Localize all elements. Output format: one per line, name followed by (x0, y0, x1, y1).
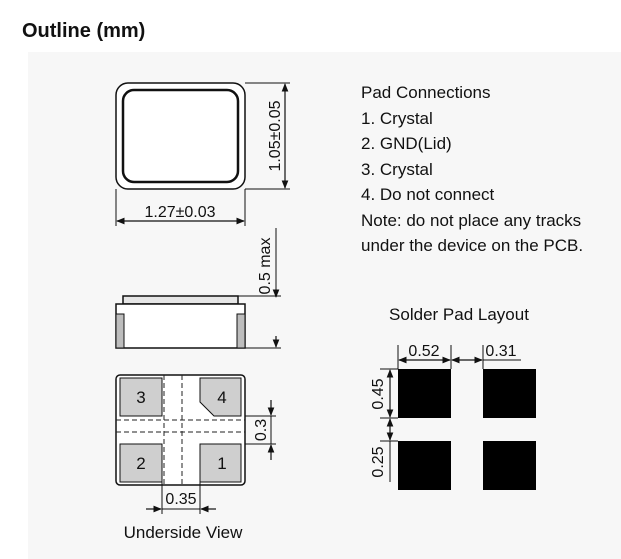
body-side (115, 303, 246, 349)
pad-width-label: 0.52 (408, 343, 439, 360)
note-line-1: Note: do not place any tracks (361, 210, 582, 230)
pad-connections: Pad Connections 1. Crystal 2. GND(Lid) 3… (361, 80, 583, 259)
solder-pad-layout: Solder Pad Layout 0.52 0.31 0.45 0.25 (370, 305, 536, 490)
pad-connection-item: 1. Crystal (361, 108, 433, 128)
terminal-left (115, 313, 125, 349)
page-title: Outline (mm) (22, 20, 146, 42)
pad-1 (199, 443, 242, 483)
solder-pad-bottom-right (483, 441, 536, 490)
note-line-2: under the device on the PCB. (361, 236, 584, 255)
pad-2-label: 2 (136, 454, 145, 473)
gap-vertical-label: 0.3 (253, 419, 270, 441)
pad-4-label: 4 (217, 388, 226, 407)
pad-connection-item: 2. GND(Lid) (361, 134, 452, 153)
gap-horizontal-label: 0.35 (165, 491, 196, 508)
pad-4 (199, 377, 242, 417)
top-view: 1.27±0.03 1.05±0.05 (115, 82, 290, 226)
terminal-right (236, 313, 246, 349)
pad-3-label: 3 (136, 388, 145, 407)
underside-view-caption: Underside View (124, 523, 243, 542)
pad-height-label: 0.45 (370, 378, 387, 409)
pad-gap-label: 0.31 (485, 343, 516, 360)
lid-outline (121, 88, 240, 184)
solder-pad-layout-title: Solder Pad Layout (389, 305, 529, 324)
solder-pad-bottom-left (398, 441, 451, 490)
pad-1-label: 1 (217, 454, 226, 473)
lid-side (122, 295, 239, 305)
pad-connections-heading: Pad Connections (361, 83, 491, 102)
height-max-label: 0.5 max (257, 238, 274, 295)
underside-view: 3 4 2 1 0.3 0.35 Underside View (115, 374, 276, 542)
height-dimension-label: 1.05±0.05 (267, 100, 284, 171)
pad-connection-item: 4. Do not connect (361, 185, 495, 204)
solder-pad-top-right (483, 369, 536, 418)
row-gap-label: 0.25 (370, 446, 387, 477)
pad-3 (119, 377, 163, 417)
solder-pad-top-left (398, 369, 451, 418)
width-dimension-label: 1.27±0.03 (144, 204, 215, 221)
pad-2 (119, 443, 163, 483)
side-view: 0.5 max (115, 228, 281, 349)
pad-connection-item: 3. Crystal (361, 159, 433, 179)
